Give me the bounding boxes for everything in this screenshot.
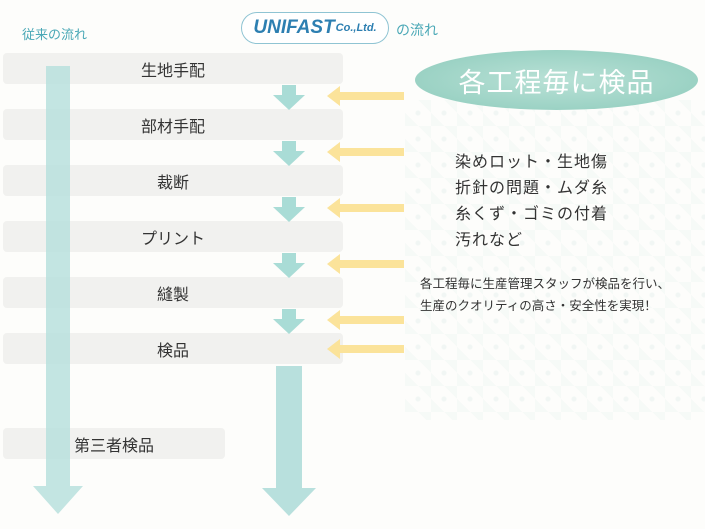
unifast-final-arrow xyxy=(262,366,316,516)
inspection-check-arrows xyxy=(327,86,404,359)
unifast-flow-label: の流れ xyxy=(396,23,438,39)
check-arrow-1 xyxy=(327,86,404,106)
check-arrow-3 xyxy=(327,198,404,218)
description-line: 各工程毎に生産管理スタッフが検品を行い、 xyxy=(420,276,671,291)
defect-list: 染めロット・生地傷 折針の問題・ムダ糸 糸くず・ゴミの付着 汚れなど xyxy=(455,149,608,253)
logo-main-text: UNIFAST xyxy=(253,17,335,38)
step-down-arrows xyxy=(273,85,305,334)
description-line: 生産のクオリティの高さ・安全性を実現！ xyxy=(420,298,657,313)
defect-item: 汚れなど xyxy=(455,230,524,249)
inspection-badge: 各工程毎に検品 xyxy=(415,50,698,110)
step-third-party-inspection: 第三者検品 xyxy=(3,428,225,459)
down-arrow-1 xyxy=(273,85,305,110)
defect-item: 糸くず・ゴミの付着 xyxy=(455,204,609,223)
traditional-flow-label: 従来の流れ xyxy=(22,28,88,43)
step-label: 検品 xyxy=(156,340,189,360)
background-pattern xyxy=(405,100,705,420)
check-arrow-2 xyxy=(327,142,404,162)
down-arrow-4 xyxy=(273,253,305,278)
down-arrow-3 xyxy=(273,197,305,222)
inspection-description: 各工程毎に生産管理スタッフが検品を行い、 生産のクオリティの高さ・安全性を実現！ xyxy=(420,273,670,317)
step-label: 裁断 xyxy=(156,172,189,192)
check-arrow-4 xyxy=(327,254,404,274)
defect-item: 染めロット・生地傷 xyxy=(455,152,609,171)
step-label: 部材手配 xyxy=(140,116,205,136)
step-label: 縫製 xyxy=(156,284,189,304)
badge-text: 各工程毎に検品 xyxy=(458,67,655,99)
check-arrow-5 xyxy=(327,310,404,330)
check-arrow-6 xyxy=(327,339,404,359)
step-label: プリント xyxy=(140,228,205,248)
step-label: 生地手配 xyxy=(140,60,205,80)
traditional-flow-arrow xyxy=(33,66,83,514)
defect-item: 折針の問題・ムダ糸 xyxy=(455,178,609,197)
step-label: 第三者検品 xyxy=(73,435,154,455)
logo-suffix-text: Co.,Ltd. xyxy=(335,22,377,34)
down-arrow-5 xyxy=(273,309,305,334)
down-arrow-2 xyxy=(273,141,305,166)
